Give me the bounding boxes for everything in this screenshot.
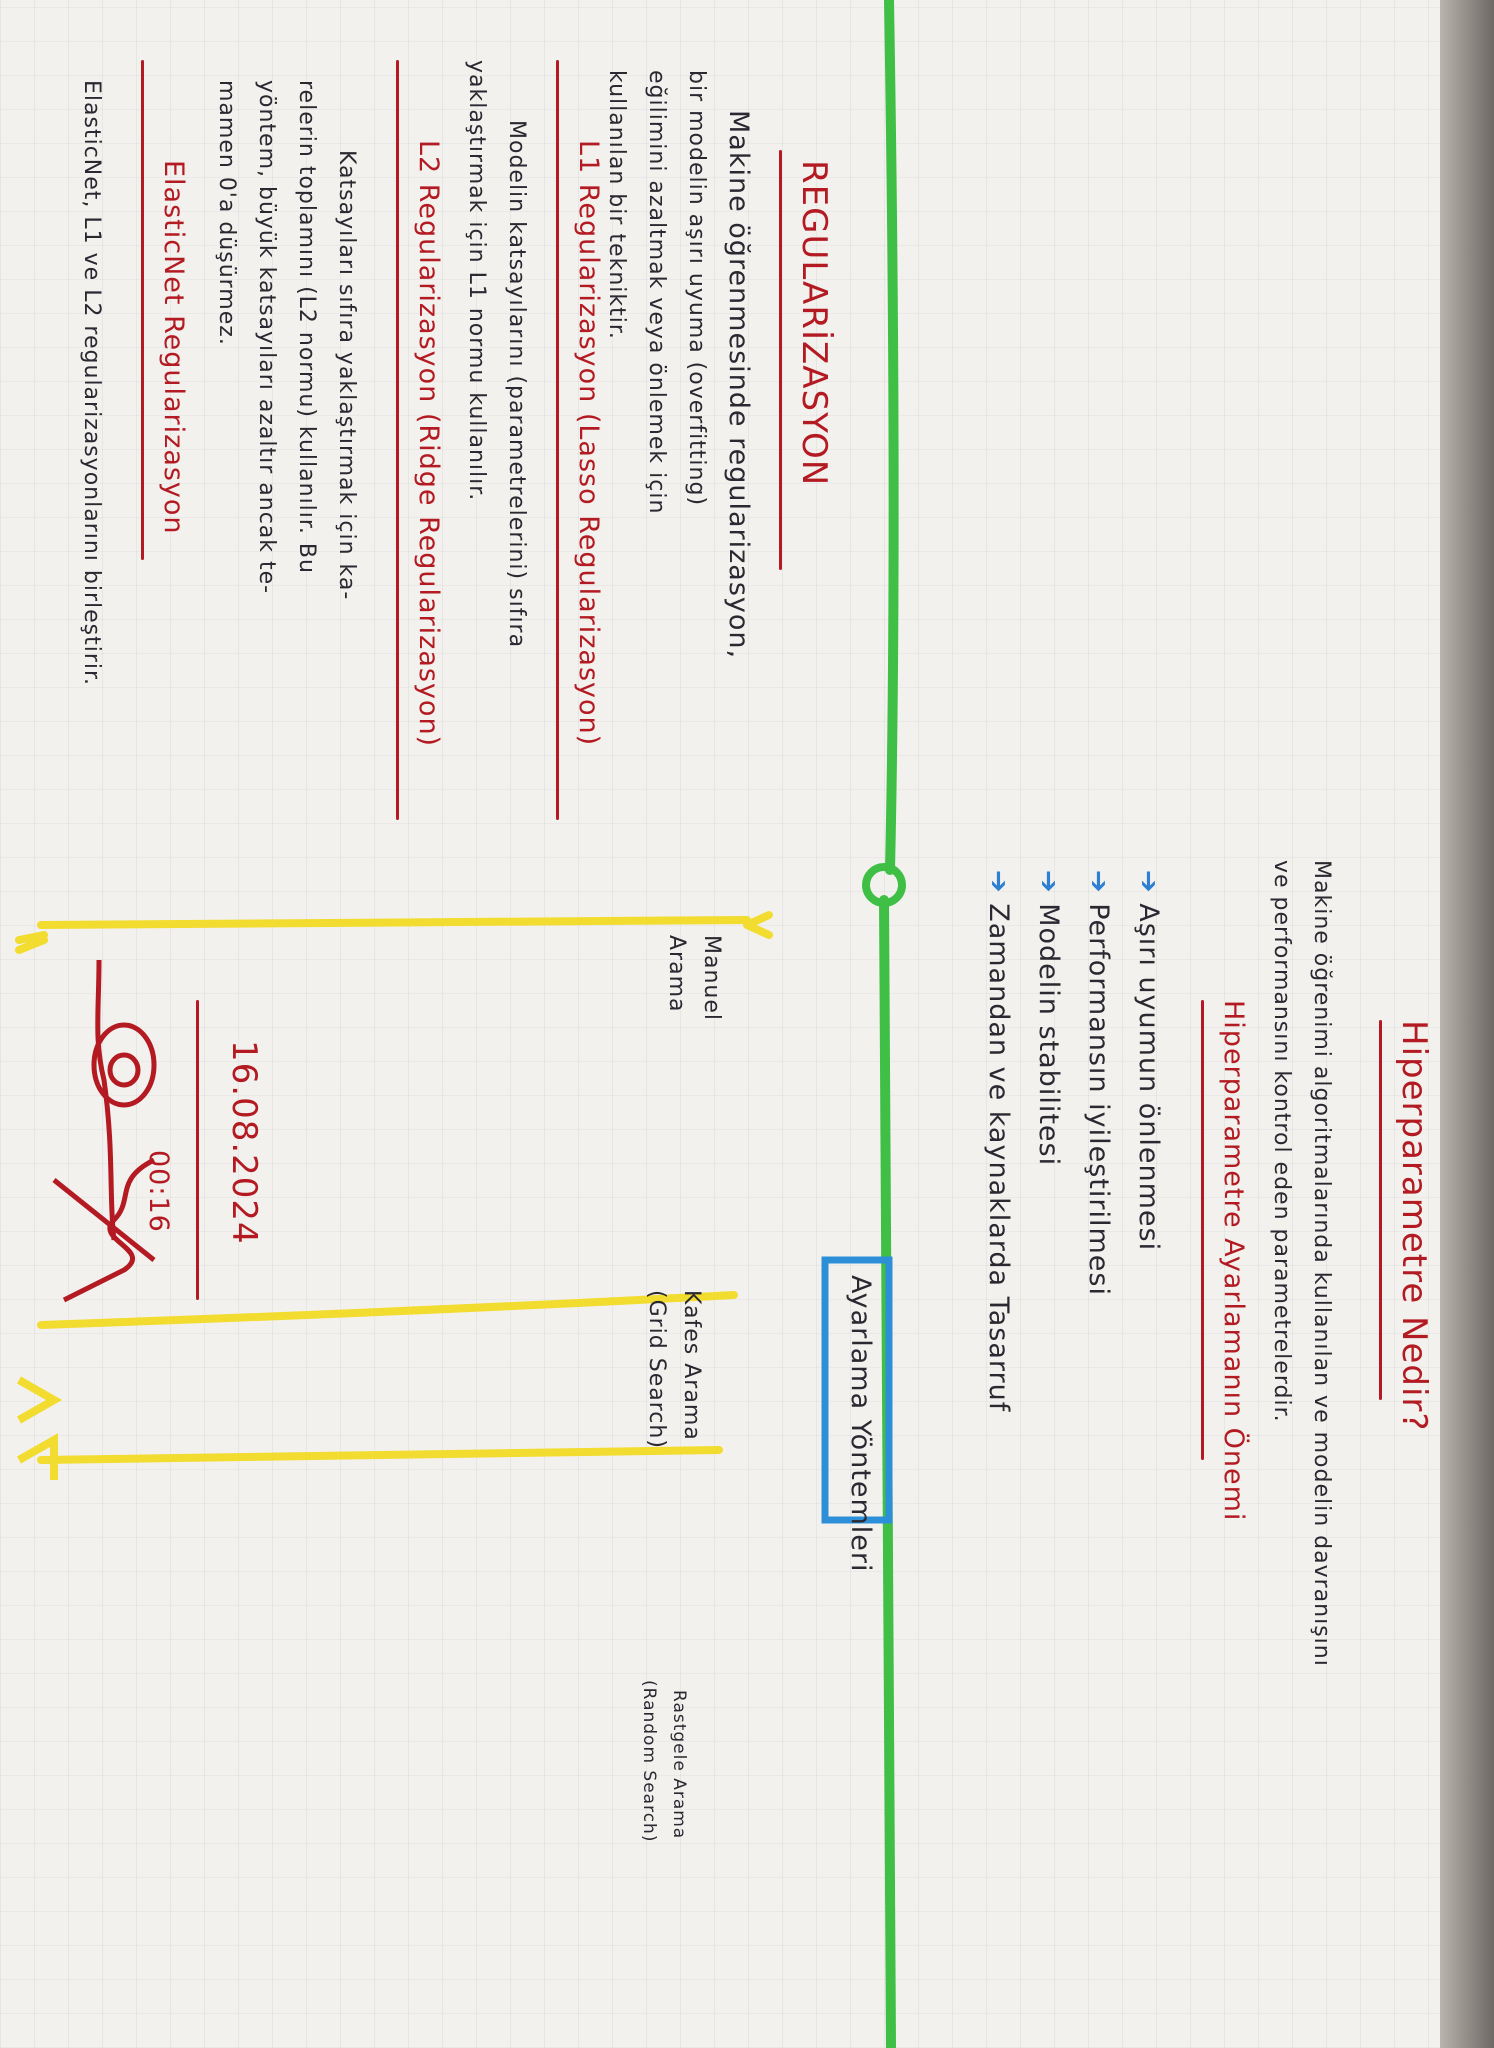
l1-heading-underline [556, 60, 559, 820]
regularization-definition: Makine öğrenmesinde regularizasyon, [723, 110, 754, 660]
importance-item: ➔ Modelin stabilitesi [1033, 870, 1064, 1167]
l1-text: yaklaştırmak için L1 normu kullanılır. [464, 60, 489, 502]
arrow-right-icon: ➔ [1083, 870, 1114, 904]
methods-box [821, 1256, 893, 1524]
signature [52, 959, 157, 1303]
regularization-title: REGULARİZASYON [794, 160, 834, 487]
elasticnet-text: ElasticNet, L1 ve L2 regularizasyonların… [79, 80, 104, 687]
method-manual-2: Arama [664, 935, 689, 1013]
hyperparameter-definition-line1: Makine öğrenimi algoritmalarında kullanı… [1309, 860, 1334, 1667]
arrow-right-icon: ➔ [1033, 870, 1064, 904]
arrow-right-icon: ➔ [983, 870, 1014, 904]
regularization-definition: bir modelin aşırı uyuma (overfitting) [684, 70, 709, 507]
elasticnet-heading-underline [141, 60, 144, 560]
method-random-en: (Random Search) [639, 1680, 659, 1843]
hyperparameter-title: Hiperparametre Nedir? [1394, 1020, 1434, 1432]
hyperparameter-title-underline [1379, 1020, 1382, 1400]
l1-heading: L1 Regularizasyon (Lasso Regularizasyon) [573, 140, 604, 747]
green-divider-circle [862, 863, 906, 907]
l2-text: mamen 0'a düşürmez. [214, 80, 239, 346]
importance-item: ➔ Zamandan ve kaynaklarda Tasarruf [983, 870, 1014, 1413]
page-edge-shadow [1440, 0, 1494, 2048]
date-underline [196, 1000, 199, 1300]
l2-text: Katsayıları sıfıra yaklaştırmak için ka- [334, 150, 359, 601]
hyperparameter-definition-line2: ve performansını kontrol eden parametrel… [1269, 860, 1294, 1423]
l2-heading: L2 Regularizasyon (Ridge Regularizasyon) [413, 140, 444, 748]
arrow-right-icon: ➔ [1133, 870, 1164, 904]
elasticnet-heading: ElasticNet Regularizasyon [158, 160, 189, 535]
method-grid: Kafes Arama [679, 1290, 704, 1441]
importance-item: ➔ Aşırı uyumun önlenmesi [1133, 870, 1164, 1252]
l2-heading-underline [396, 60, 399, 820]
l1-text: Modelin katsayılarını (parametrelerini) … [504, 120, 529, 649]
green-divider-line [879, 0, 899, 2048]
importance-heading: Hiperparametre Ayarlamanın Önemi [1218, 1000, 1249, 1522]
regularization-definition: kullanılan bir tekniktir. [604, 70, 629, 340]
l2-text: yöntem, büyük katsayıları azaltır ancak … [254, 80, 279, 595]
notebook-page [0, 0, 1458, 2048]
method-random: Rastgele Arama [669, 1690, 689, 1840]
method-grid-en: (Grid Search) [644, 1290, 669, 1449]
importance-heading-underline [1201, 1000, 1204, 1460]
time: 00:16 [143, 1150, 174, 1233]
regularization-title-underline [779, 150, 782, 570]
method-manual: Manuel [699, 935, 724, 1021]
importance-item: ➔ Performansın iyileştirilmesi [1083, 870, 1114, 1296]
regularization-definition: eğilimini azaltmak veya önlemek için [644, 70, 669, 515]
date: 16.08.2024 [224, 1040, 264, 1245]
yellow-bracket [15, 911, 773, 1464]
methods-heading: Ayarlama Yöntemleri [845, 1275, 876, 1573]
l2-text: relerin toplamını (L2 normu) kullanılır.… [294, 80, 319, 574]
